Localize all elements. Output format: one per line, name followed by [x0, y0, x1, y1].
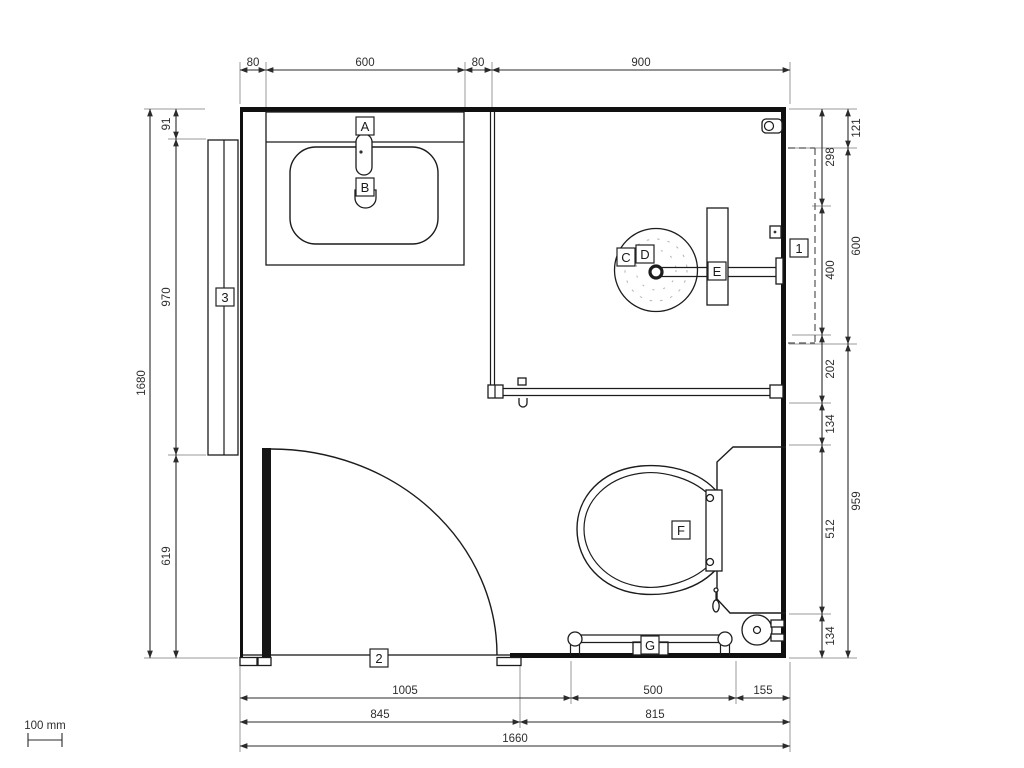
- door-swing-arc: [270, 448, 498, 656]
- dimension-chain-bottom: 1005 500 155 845 815 1660: [239, 661, 791, 752]
- dim-left-619: 619: [161, 546, 173, 565]
- dimension-chain-top: 80 600 80 900: [239, 57, 791, 108]
- marker-2-label: 2: [375, 651, 382, 666]
- marker-f-toilet: F: [671, 520, 691, 540]
- seat-pivot: [648, 264, 664, 280]
- rail-post-right: [717, 631, 733, 647]
- dim-bottom-1005: 1005: [392, 685, 418, 697]
- marker-d-label: D: [640, 247, 649, 262]
- floor-drain: [741, 614, 773, 646]
- scale-bar: 100 mm: [24, 720, 66, 747]
- wall-rail-vertical: [706, 207, 729, 306]
- scale-bar-label: 100 mm: [24, 720, 66, 732]
- toilet-hinge-plate: [705, 489, 723, 572]
- marker-c-label: C: [621, 250, 630, 265]
- dim-right-202: 202: [825, 359, 837, 378]
- rail-post-left: [567, 631, 583, 647]
- dim-right-400: 400: [825, 260, 837, 279]
- marker-a-mirror: A: [355, 116, 375, 136]
- dim-left-1680: 1680: [136, 370, 148, 396]
- shower-screen-rail: [503, 387, 770, 397]
- dim-left-970: 970: [161, 287, 173, 306]
- dim-top-80b: 80: [472, 57, 485, 69]
- dim-right-959: 959: [851, 491, 863, 510]
- service-duct: [716, 446, 786, 614]
- faucet: [355, 133, 373, 176]
- dimension-chain-left: 91 970 619 1680: [136, 108, 238, 659]
- dimension-chain-right: 298 400 202 134 512 134 121 600 959: [789, 108, 863, 659]
- dim-right-121: 121: [851, 118, 863, 137]
- clearance-zone: [788, 147, 816, 344]
- dim-right-512: 512: [825, 519, 837, 538]
- marker-g-label: G: [645, 638, 655, 653]
- dim-bottom-815: 815: [645, 709, 664, 721]
- marker-g-rail: G: [640, 635, 660, 655]
- marker-a-label: A: [361, 119, 370, 134]
- dim-right-134a: 134: [825, 414, 837, 434]
- shower-head-holder: [761, 118, 783, 134]
- dim-left-91: 91: [161, 118, 173, 131]
- dim-bottom-845: 845: [370, 709, 389, 721]
- marker-f-label: F: [677, 523, 685, 538]
- dim-bottom-500: 500: [643, 685, 662, 697]
- dim-right-600: 600: [851, 236, 863, 255]
- dim-right-298: 298: [825, 147, 837, 166]
- marker-c-shower: C: [616, 247, 636, 267]
- door-leaf: [262, 448, 271, 657]
- faucet-dot: [359, 150, 363, 154]
- dim-right-134b: 134: [825, 626, 837, 646]
- marker-e-label: E: [713, 264, 722, 279]
- door: [239, 448, 522, 667]
- dim-top-80a: 80: [247, 57, 260, 69]
- dim-bottom-1660: 1660: [502, 733, 528, 745]
- marker-2-door: 2: [369, 648, 389, 668]
- shower-partition: [489, 112, 496, 387]
- toilet: [576, 446, 786, 646]
- marker-b-basin: B: [355, 177, 375, 197]
- marker-b-label: B: [361, 180, 370, 195]
- marker-1-label: 1: [795, 241, 802, 256]
- marker-1-zone: 1: [789, 238, 809, 258]
- marker-d-shower: D: [635, 244, 655, 264]
- marker-3-radiator: 3: [215, 287, 235, 307]
- dim-top-900: 900: [631, 57, 650, 69]
- dim-bottom-155: 155: [753, 685, 772, 697]
- marker-e-arm: E: [707, 261, 727, 281]
- markers: A B C D E F G 1: [215, 116, 809, 668]
- dim-top-600: 600: [355, 57, 374, 69]
- marker-3-label: 3: [221, 290, 228, 305]
